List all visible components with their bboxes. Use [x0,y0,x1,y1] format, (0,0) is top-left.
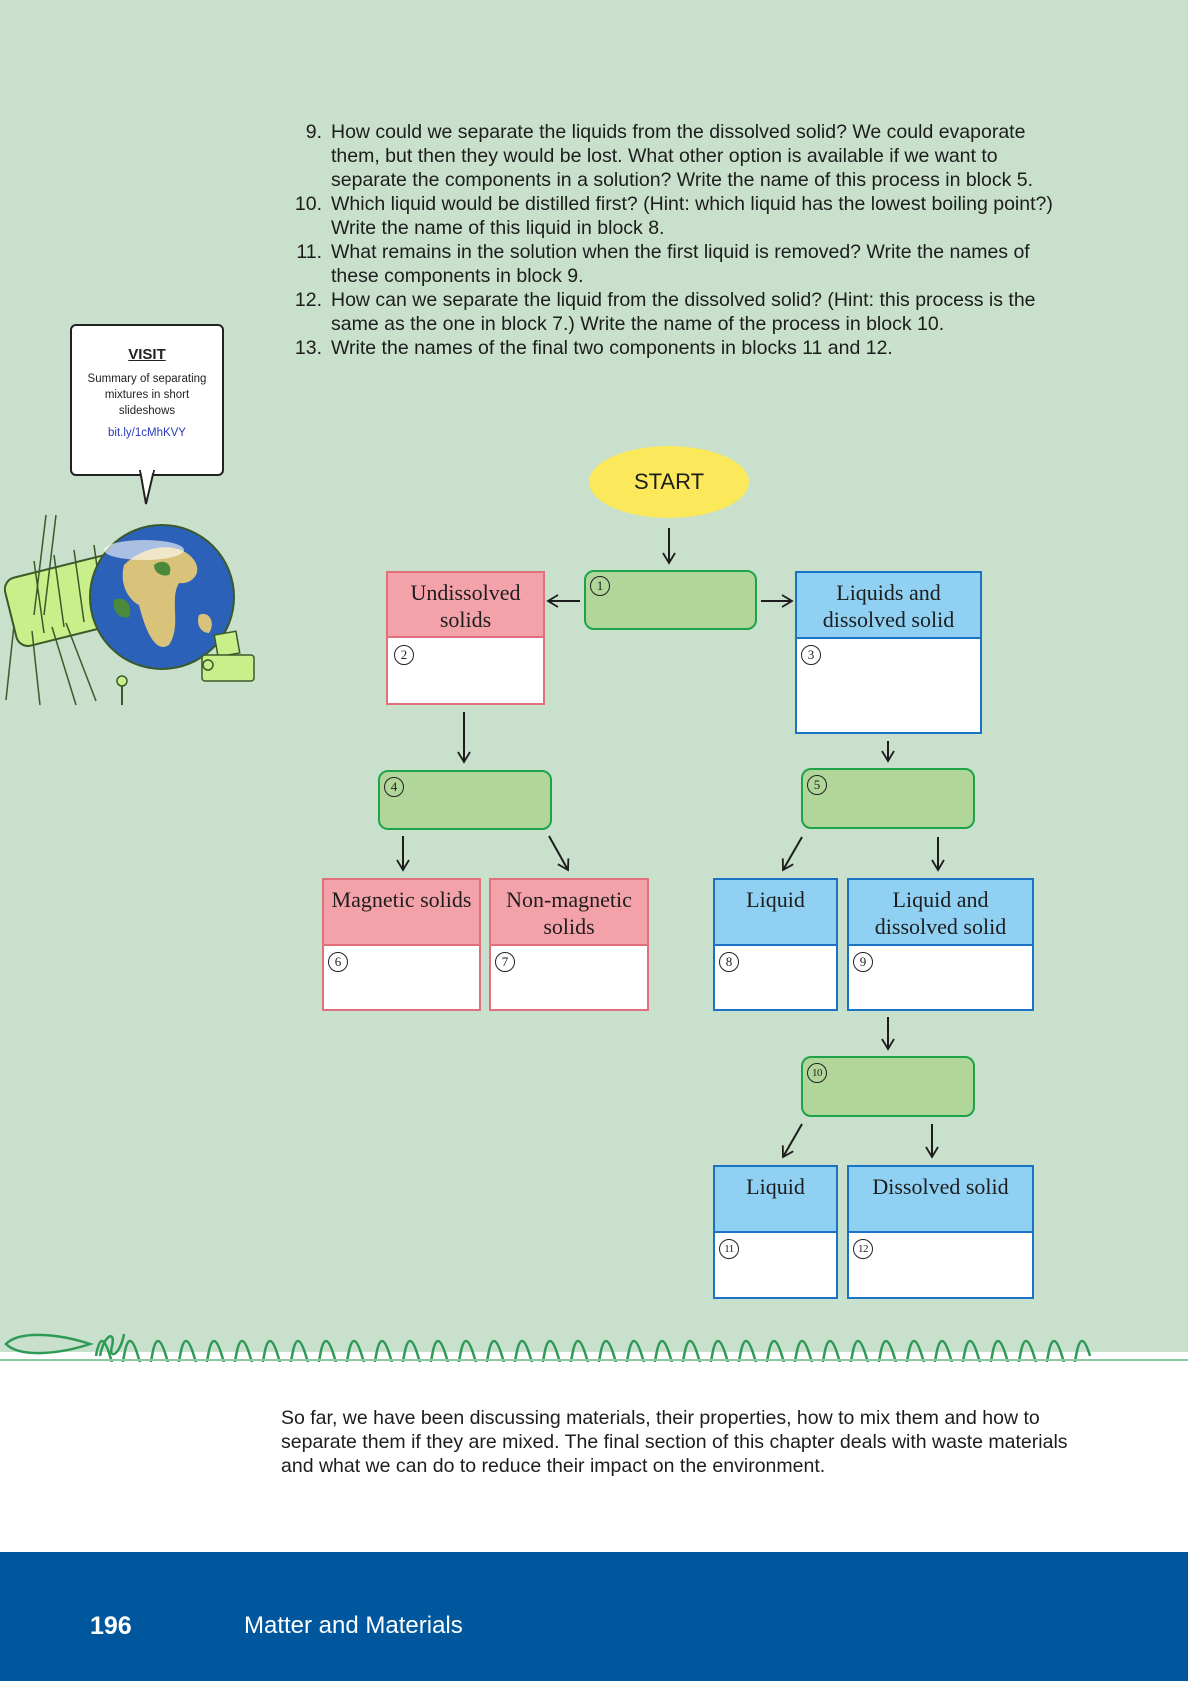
question-text: How can we separate the liquid from the … [331,289,1036,335]
liquids-dissolved-solid-box: Liquids and dissolved solid 3 [795,571,982,734]
block-number-4: 4 [384,777,404,797]
dissolved-solid-label: Dissolved solid [849,1167,1032,1233]
question-item: 10. Which liquid would be distilled first… [290,192,1070,240]
start-oval: START [589,446,749,518]
process-block-4: 4 [378,770,552,830]
activity-background [0,0,1188,1348]
question-text: Write the names of the final two compone… [331,337,893,359]
telescope-globe-illustration [4,514,255,706]
block-number-11: 11 [719,1239,739,1259]
block-number-8: 8 [719,952,739,972]
decorative-border [0,1333,1188,1362]
non-magnetic-solids-label: Non-magnetic solids [491,880,647,946]
flowchart-arrows [396,528,945,1159]
liquid-label-8: Liquid [715,880,836,946]
visit-description: Summary of separating mixtures in short … [87,373,207,417]
liquid-box-8: Liquid 8 [713,878,838,1011]
chapter-title: Matter and Materials [244,1612,463,1639]
visit-link[interactable]: bit.ly/1cMhKVY [108,427,186,439]
question-item: 9. How could we separate the liquids from… [290,120,1070,192]
block-number-3: 3 [801,645,821,665]
speech-tail-icon [138,470,156,505]
question-number: 10. [294,193,322,215]
page-number: 196 [90,1612,132,1640]
visit-callout: VISIT Summary of separating mixtures in … [70,324,224,476]
visit-title: VISIT [128,346,166,363]
page-footer: 196 Matter and Materials [0,1552,1188,1681]
magnetic-solids-label: Magnetic solids [324,880,479,946]
question-number: 11. [296,241,322,263]
block-number-5: 5 [807,775,827,795]
liquid-dissolved-solid-label: Liquid and dissolved solid [849,880,1032,946]
question-item: 11. What remains in the solution when the… [290,240,1070,288]
liquid-box-11: Liquid 11 [713,1165,838,1299]
question-number: 12. [294,289,322,311]
arrow-4-to-7 [548,835,570,872]
closing-paragraph: So far, we have been discussing material… [281,1407,1068,1477]
liquid-label-11: Liquid [715,1167,836,1233]
dissolved-solid-box: Dissolved solid 12 [847,1165,1034,1299]
question-text: What remains in the solution when the fi… [331,241,1030,287]
undissolved-solids-box: Undissolved solids 2 [386,571,545,705]
liquid-dissolved-solid-box: Liquid and dissolved solid 9 [847,878,1034,1011]
liquids-dissolved-solid-label: Liquids and dissolved solid [797,573,980,639]
arrow-5-to-8 [781,836,803,872]
block-number-2: 2 [394,645,414,665]
magnetic-solids-box: Magnetic solids 6 [322,878,481,1011]
question-text: Which liquid would be distilled first? (… [331,193,1053,239]
block-number-9: 9 [853,952,873,972]
block-number-7: 7 [495,952,515,972]
block-number-6: 6 [328,952,348,972]
question-item: 12. How can we separate the liquid from t… [290,288,1070,336]
question-number: 13. [294,337,322,359]
block-number-10: 10 [807,1063,827,1083]
question-item: 13. Write the names of the final two comp… [290,336,1070,360]
question-number: 9. [305,121,322,143]
process-block-10: 10 [801,1056,975,1117]
process-block-1: 1 [584,570,757,630]
non-magnetic-solids-box: Non-magnetic solids 7 [489,878,649,1011]
question-list: 9. How could we separate the liquids from… [290,120,1070,360]
arrow-10-to-11 [781,1123,803,1159]
block-number-12: 12 [853,1239,873,1259]
question-text: How could we separate the liquids from t… [331,121,1034,191]
block-number-1: 1 [590,576,610,596]
undissolved-solids-label: Undissolved solids [388,573,543,638]
process-block-5: 5 [801,768,975,829]
